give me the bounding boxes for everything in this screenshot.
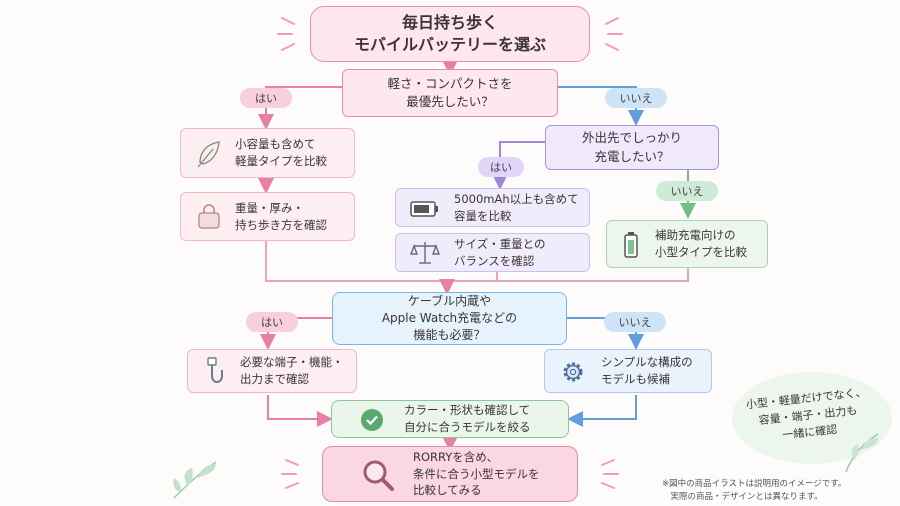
action-check-ports: 必要な端子・機能・ 出力まで確認: [187, 349, 357, 393]
page-title: 毎日持ち歩く モバイルバッテリーを選ぶ: [310, 6, 590, 62]
cable-icon: [207, 357, 223, 383]
label-yes-cable: はい: [246, 312, 298, 332]
question-compact-text: 軽さ・コンパクトさを 最優先したい？: [387, 75, 513, 109]
check-icon: [361, 409, 383, 431]
label-yes-charge: はい: [478, 157, 524, 177]
action-narrow-down: カラー・形状も確認して 自分に合うモデルを絞る: [331, 400, 569, 438]
final-compare-text: RORRYを含め、 条件に合う小型モデルを 比較してみる: [413, 449, 540, 498]
action-small-lightweight: 小容量も含めて 軽量タイプを比較: [180, 128, 355, 178]
footnote: ※図中の商品イラストは説明用のイメージです。 実際の商品・デザインとは異なります…: [662, 479, 847, 502]
question-cable-text: ケーブル内蔵や Apple Watch充電などの 機能も必要？: [381, 294, 518, 342]
arrow-simple-color: [567, 395, 637, 427]
action-ports-text: 必要な端子・機能・ 出力まで確認: [240, 355, 344, 386]
question-charge: 外出先でしっかり 充電したい？: [545, 125, 719, 170]
feather-icon: [197, 141, 220, 168]
label-no-cable: いいえ: [604, 312, 666, 332]
label-no-compact: いいえ: [605, 88, 667, 108]
arrow-yes1: [258, 86, 342, 130]
leaf-icon: [173, 461, 217, 499]
action-aux-small: 補助充電向けの 小型タイプを比較: [606, 220, 768, 268]
arrow-merge: [265, 241, 689, 287]
action-simple-text: シンプルな構成の モデルも候補: [601, 355, 693, 386]
action-compare-capacity: 5000mAh以上も含めて 容量を比較: [395, 188, 590, 227]
arrow-ports-color: [267, 395, 333, 427]
action-balance-text: サイズ・重量との バランスを確認: [454, 236, 546, 268]
page-title-text: 毎日持ち歩く モバイルバッテリーを選ぶ: [353, 13, 546, 54]
question-cable-features: ケーブル内蔵や Apple Watch充電などの 機能も必要？: [332, 292, 567, 345]
final-compare: RORRYを含め、 条件に合う小型モデルを 比較してみる: [322, 446, 578, 502]
question-charge-text: 外出先でしっかり 充電したい？: [581, 130, 682, 164]
side-note-bubble: [732, 372, 892, 464]
gear-icon: [563, 362, 583, 382]
action-check-balance: サイズ・重量との バランスを確認: [395, 233, 590, 272]
title-sparkles: [277, 17, 623, 489]
question-compact: 軽さ・コンパクトさを 最優先したい？: [342, 69, 558, 117]
leaf-icon: [845, 433, 879, 473]
bag-icon: [198, 204, 220, 229]
label-no-charge: いいえ: [656, 181, 718, 201]
action-aux-text: 補助充電向けの 小型タイプを比較: [655, 228, 747, 259]
action-small-text: 小容量も含めて 軽量タイプを比較: [235, 137, 327, 168]
action-simple-models: シンプルな構成の モデルも候補: [544, 349, 712, 393]
label-yes-compact: はい: [240, 88, 292, 108]
action-color-text: カラー・形状も確認して 自分に合うモデルを絞る: [404, 403, 531, 434]
magnifier-icon: [363, 460, 394, 491]
battery-vertical-icon: [624, 232, 638, 258]
battery-icon: [410, 201, 438, 217]
action-check-weight: 重量・厚み・ 持ち歩き方を確認: [180, 192, 355, 241]
action-capacity-text: 5000mAh以上も含めて 容量を比較: [454, 191, 579, 223]
action-weight-text: 重量・厚み・ 持ち歩き方を確認: [235, 200, 327, 232]
scale-icon: [410, 242, 440, 264]
